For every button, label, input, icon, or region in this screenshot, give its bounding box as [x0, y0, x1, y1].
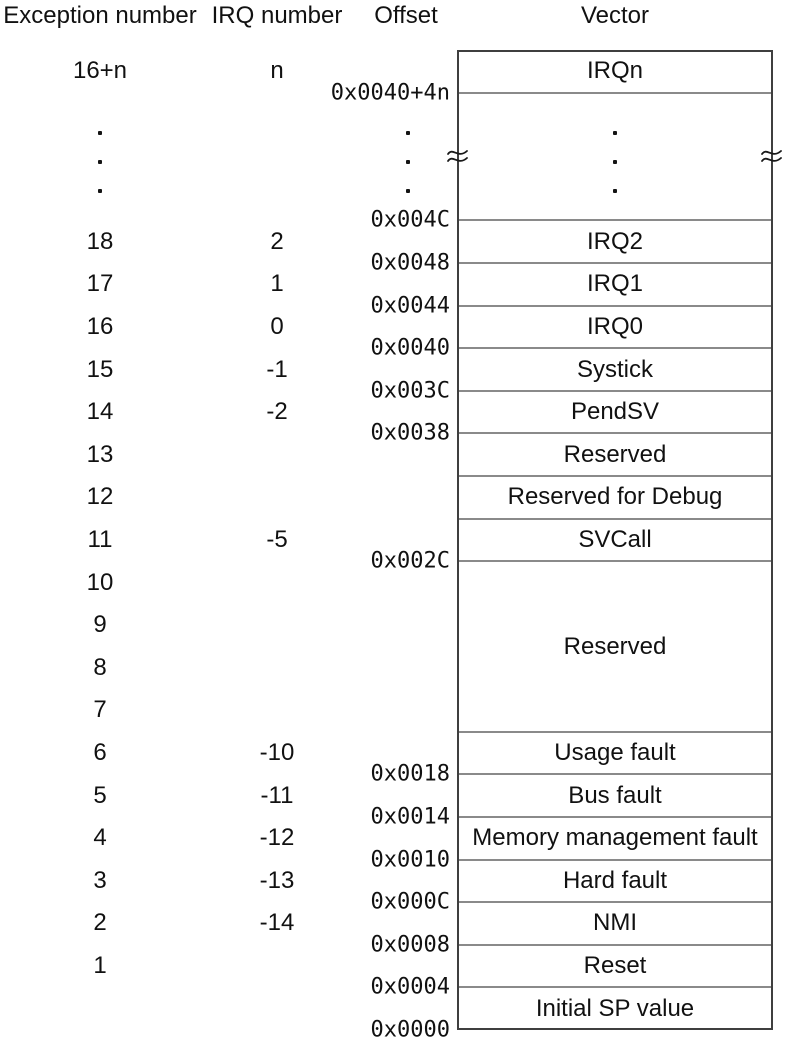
exception-number: 3: [93, 866, 107, 894]
cell-divider-line: [459, 986, 771, 989]
vector-cell-label: IRQ0: [586, 312, 644, 340]
offset-label: 0x0010: [370, 847, 450, 873]
exception-number: 10: [86, 568, 114, 596]
offset-label: 0x002C: [370, 548, 450, 574]
exception-number: 16+n: [72, 57, 128, 85]
exception-number: 18: [86, 227, 114, 255]
cell-divider-line: [459, 219, 771, 222]
vector-cell-label: Reserved for Debug: [507, 483, 723, 511]
exception-number: 6: [93, 739, 107, 767]
vector-cell-label: IRQ1: [586, 270, 644, 298]
ellipsis-dot-offset: [406, 160, 410, 164]
vector-cell-label: IRQ2: [586, 227, 644, 255]
offset-label: 0x0018: [370, 761, 450, 787]
exception-number: 15: [86, 355, 114, 383]
ellipsis-dot-exception-number: [98, 189, 102, 193]
vector-cell-label: SVCall: [578, 526, 652, 553]
cell-divider-line: [459, 475, 771, 478]
exception-number: 1: [93, 952, 107, 980]
exception-number: 4: [93, 824, 107, 852]
exception-number: 8: [93, 653, 107, 681]
break-squiggle-left: [445, 146, 471, 168]
exception-number: 5: [93, 781, 107, 809]
cell-divider-line: [459, 304, 771, 307]
exception-number: 7: [93, 696, 107, 724]
cell-divider-line: [459, 858, 771, 861]
offset-label: 0x0040: [370, 335, 450, 361]
exception-number: 16: [86, 312, 114, 340]
offset-label: 0x0014: [370, 804, 450, 830]
cell-divider-line: [459, 943, 771, 946]
exception-number: 9: [93, 611, 107, 639]
offset-label: 0x004C: [370, 207, 450, 233]
irq-number: 1: [270, 270, 284, 298]
vector-cell-label: NMI: [593, 909, 637, 937]
vector-cell-label: Reserved: [563, 632, 667, 660]
vector-cell-label: Systick: [576, 355, 654, 383]
offset-label: 0x0008: [370, 932, 450, 958]
vector-cell-label: Memory management fault: [472, 824, 758, 852]
exception-number: 12: [86, 483, 114, 511]
offset-label: 0x0000: [370, 1017, 450, 1043]
vector-cell-label: Bus fault: [568, 781, 662, 809]
vector-cell-label: Initial SP value: [535, 994, 695, 1022]
offset-label: 0x000C: [370, 889, 450, 915]
vector-cell-label: Hard fault: [562, 866, 668, 894]
vector-cell-label: Reset: [583, 952, 647, 980]
irq-number: -1: [266, 355, 288, 383]
exception-number: 14: [86, 398, 114, 426]
irq-number: -14: [259, 909, 295, 937]
irq-number: 0: [270, 312, 284, 340]
cell-divider-line: [459, 262, 771, 265]
ellipsis-dot-vector: [613, 160, 617, 164]
cell-divider-line: [459, 389, 771, 392]
offset-label: 0x0040+4n: [330, 80, 450, 106]
ellipsis-dot-offset: [406, 131, 410, 135]
column-header-irq-number: IRQ number: [211, 2, 343, 29]
irq-number: -11: [260, 781, 294, 809]
irq-number: -5: [266, 526, 288, 553]
ellipsis-dot-offset: [406, 189, 410, 193]
break-squiggle-right: [759, 146, 785, 168]
offset-label: 0x0048: [370, 250, 450, 276]
vector-table-box: [457, 50, 773, 1030]
exception-number: 17: [86, 270, 114, 298]
column-header-exception-number: Exception number: [3, 2, 197, 29]
column-header-vector: Vector: [580, 2, 650, 29]
exception-number: 11: [87, 526, 113, 553]
cell-divider-line: [459, 901, 771, 904]
column-header-offset: Offset: [374, 2, 438, 29]
cell-divider-line: [459, 91, 771, 94]
ellipsis-dot-exception-number: [98, 160, 102, 164]
irq-number: -2: [266, 398, 288, 426]
cell-divider-line: [459, 347, 771, 350]
irq-number: -10: [259, 739, 295, 767]
ellipsis-dot-vector: [613, 189, 617, 193]
ellipsis-dot-vector: [613, 131, 617, 135]
cell-divider-line: [459, 815, 771, 818]
irq-number: -12: [259, 824, 295, 852]
offset-label: 0x0044: [370, 293, 450, 319]
exception-number: 13: [86, 440, 114, 468]
cell-divider-line: [459, 730, 771, 733]
offset-label: 0x0038: [370, 420, 450, 446]
offset-label: 0x003C: [370, 378, 450, 404]
irq-number: 2: [270, 227, 284, 255]
exception-number: 2: [93, 909, 107, 937]
irq-number: -13: [259, 866, 295, 894]
cell-divider-line: [459, 432, 771, 435]
cell-divider-line: [459, 517, 771, 520]
offset-label: 0x0004: [370, 974, 450, 1000]
vector-cell-label: IRQn: [586, 57, 644, 85]
vector-cell-label: PendSV: [570, 398, 660, 426]
cell-divider-line: [459, 560, 771, 563]
vector-cell-label: Reserved: [563, 440, 667, 468]
vector-cell-label: Usage fault: [554, 739, 676, 767]
ellipsis-dot-exception-number: [98, 131, 102, 135]
cell-divider-line: [459, 773, 771, 776]
irq-number: n: [270, 57, 284, 85]
